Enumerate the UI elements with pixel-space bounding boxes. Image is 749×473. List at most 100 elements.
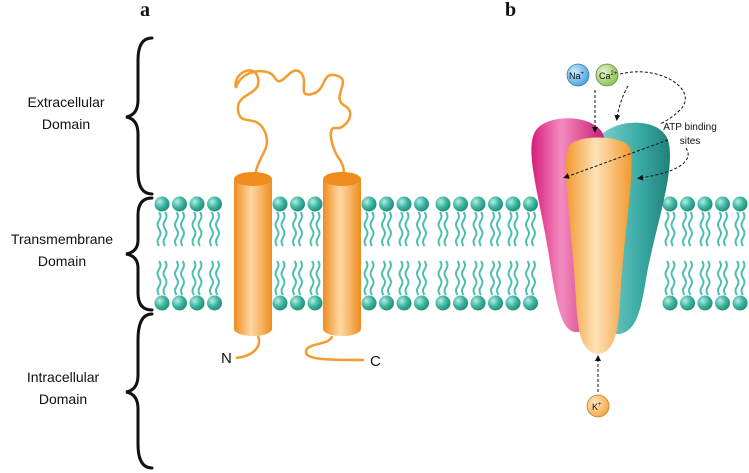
channel-complex: [531, 118, 670, 354]
lipid-tail: [525, 211, 530, 247]
lipid-tail: [682, 211, 687, 247]
lipid-tail: [369, 260, 375, 296]
lipid-tail: [664, 260, 670, 296]
lipid-tail: [496, 260, 501, 296]
lipid-tail: [162, 260, 168, 296]
k-ion-label: K+: [592, 402, 602, 412]
lipid-head: [453, 196, 468, 212]
lipid-bilayer: [154, 196, 748, 311]
lipid-tail: [740, 211, 746, 247]
two-helix-protein: [234, 69, 365, 362]
lipid-tail: [197, 211, 203, 247]
lipid-head: [414, 295, 429, 311]
lipid-tail: [156, 211, 162, 247]
lipid-tail: [363, 211, 369, 247]
lipid-tail: [387, 211, 392, 247]
helix-2-top: [323, 172, 361, 186]
lipid-tail: [309, 211, 315, 247]
lipid-tail: [705, 260, 711, 296]
lipid-tail: [381, 260, 386, 296]
extracellular-loop: [234, 69, 352, 177]
atp-arrow-right: [637, 147, 689, 181]
svg-text:Domain: Domain: [42, 116, 90, 132]
ca-ion: Ca2+: [595, 63, 619, 87]
lipid-head: [207, 196, 222, 212]
lipid-tail: [531, 260, 536, 296]
lipid-head: [505, 295, 521, 311]
lipid-tail: [734, 211, 740, 247]
lipid-tail: [404, 260, 410, 296]
lipid-tail: [274, 211, 280, 247]
lipid-head: [379, 196, 394, 212]
lipid-tail: [443, 260, 449, 296]
k-ion-circle: [586, 394, 610, 418]
helix-1-bottom: [234, 322, 272, 336]
lipid-tail: [670, 211, 676, 247]
lipid-tail: [664, 211, 670, 247]
lipid-head: [272, 295, 288, 311]
lipid-head: [523, 295, 538, 311]
lipid-head: [470, 295, 486, 311]
lipid-tail: [398, 260, 404, 296]
lipid-tail: [298, 211, 303, 247]
c-terminus-label: C: [370, 353, 381, 370]
lipid-head: [680, 196, 695, 212]
helix-2: [323, 179, 361, 329]
lipid-tail: [387, 260, 392, 296]
lipid-tail: [461, 211, 466, 247]
lipid-head: [189, 196, 205, 212]
n-terminal-tail: [235, 335, 261, 360]
lipid-tail: [513, 260, 519, 296]
lipid-tail: [180, 211, 185, 247]
svg-text:Domain: Domain: [38, 253, 86, 269]
atp-arrow-top: [619, 71, 686, 125]
atp-binding-label: ATP binding sites: [663, 122, 717, 147]
extracellular-brace: [125, 36, 154, 196]
lipid-tail: [734, 260, 740, 296]
lipid-head: [732, 196, 748, 212]
svg-text:Extracellular: Extracellular: [27, 94, 104, 110]
lipid-tail: [525, 260, 530, 296]
lipid-tail: [717, 260, 722, 296]
lipid-head: [453, 295, 468, 311]
lipid-tail: [472, 211, 478, 247]
panel-label-a: a: [140, 0, 150, 21]
lipid-tail: [416, 211, 421, 247]
n-terminus-label: N: [221, 350, 232, 367]
lipid-head: [189, 295, 205, 311]
lipid-tail: [478, 211, 484, 247]
svg-text:Domain: Domain: [39, 391, 87, 407]
svg-text:sites: sites: [680, 136, 701, 147]
lipid-tail: [197, 260, 203, 296]
svg-text:ATP binding: ATP binding: [663, 122, 717, 133]
lipid-tail: [437, 211, 443, 247]
c-terminal-tail: [304, 335, 365, 362]
lipid-tail: [670, 260, 676, 296]
lipid-head: [414, 196, 429, 212]
lipid-tail: [723, 211, 728, 247]
lipid-tail: [478, 260, 484, 296]
lipid-tail: [398, 211, 404, 247]
lipid-tail: [455, 211, 460, 247]
lipid-tail: [209, 211, 214, 247]
na-ion: Na+: [566, 63, 590, 87]
helix-1: [234, 179, 272, 329]
lipid-tail: [274, 260, 280, 296]
panel-label-b: b: [505, 0, 516, 21]
lipid-head: [172, 196, 187, 212]
lipid-tail: [531, 211, 536, 247]
lipid-tail: [513, 211, 519, 247]
lipid-tail: [315, 211, 321, 247]
lipid-tail: [455, 260, 460, 296]
lipid-tail: [705, 211, 711, 247]
lipid-tail: [381, 211, 386, 247]
lipid-head: [307, 196, 323, 212]
lipid-head: [207, 295, 222, 311]
helix-2-bottom: [323, 322, 361, 336]
intracellular-label: Intracellular Domain: [27, 369, 100, 407]
lipid-head: [715, 196, 730, 212]
lipid-head: [272, 196, 288, 212]
lipid-tail: [490, 260, 495, 296]
lipid-head: [154, 196, 170, 212]
